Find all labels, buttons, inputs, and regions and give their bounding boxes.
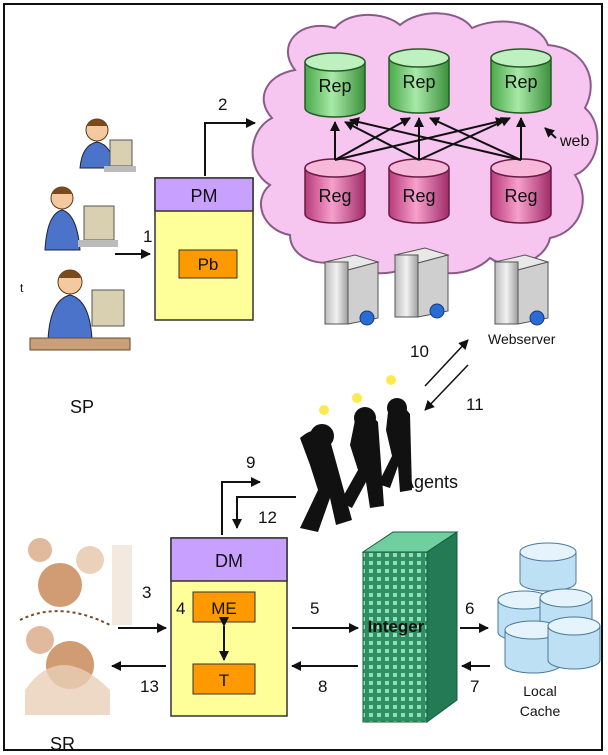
step-label: 11 (466, 395, 484, 414)
integer-label: Integer (368, 617, 425, 636)
step-label: 8 (318, 677, 327, 696)
step-label: 4 (176, 599, 185, 618)
server-icon (393, 247, 450, 319)
service-provider-person-icon (79, 118, 136, 172)
step-label: 12 (258, 508, 277, 527)
step-label: 5 (310, 599, 319, 618)
arrow-9 (221, 477, 261, 535)
server-icon (493, 254, 550, 326)
arrow-12 (232, 496, 296, 529)
registry-cylinder: Reg (490, 158, 552, 224)
reg-label: Reg (402, 186, 435, 206)
dm-title: DM (215, 551, 243, 571)
discovery-manager-box: DM ME T (170, 537, 288, 717)
pb-label: Pb (198, 255, 219, 274)
step-label: 7 (470, 677, 479, 696)
registry-cylinder: Reg (304, 158, 366, 224)
service-provider-person-icon (44, 186, 118, 251)
registry-cylinder: Reg (388, 158, 450, 224)
arrow-10 (424, 339, 469, 387)
step-label: 1 (143, 227, 152, 246)
t-label: T (219, 671, 229, 690)
agents-label: Agents (402, 472, 458, 492)
me-label: ME (211, 599, 237, 618)
server-icon (323, 254, 380, 326)
arrow-11 (424, 364, 469, 411)
pm-title: PM (191, 186, 218, 206)
step-label: 10 (410, 342, 429, 361)
local-cache-icon (497, 542, 601, 674)
step-label: 3 (142, 583, 151, 602)
replication-arrows (330, 117, 557, 161)
figure-frame (3, 3, 603, 751)
step-label: 13 (140, 677, 159, 696)
rep-label: Rep (402, 72, 435, 92)
arrow-2 (204, 118, 256, 176)
repository-cylinder: Rep (490, 48, 552, 114)
agents-figure-icon (300, 375, 412, 532)
step-label: 2 (218, 95, 227, 114)
rep-label: Rep (318, 76, 351, 96)
webserver-label: Webserver (488, 331, 556, 347)
step-label: 9 (246, 453, 255, 472)
side-mark: t (20, 281, 24, 295)
reg-label: Reg (318, 186, 351, 206)
integer-block: Integer (361, 531, 459, 723)
repository-cylinder: Rep (388, 48, 450, 114)
local-cache-label-line2: Cache (520, 703, 561, 719)
web-label: web (559, 133, 589, 150)
local-cache-label-line1: Local (523, 683, 556, 699)
service-provider-person-icon (29, 269, 131, 351)
sp-label: SP (70, 397, 94, 417)
repository-cylinder: Rep (304, 52, 366, 118)
reg-label: Reg (504, 186, 537, 206)
step-label: 6 (465, 599, 474, 618)
provider-manager-box: PM Pb (154, 177, 254, 321)
service-requester-crowd-icon (19, 538, 132, 715)
sr-label: SR (50, 734, 75, 754)
rep-label: Rep (504, 72, 537, 92)
